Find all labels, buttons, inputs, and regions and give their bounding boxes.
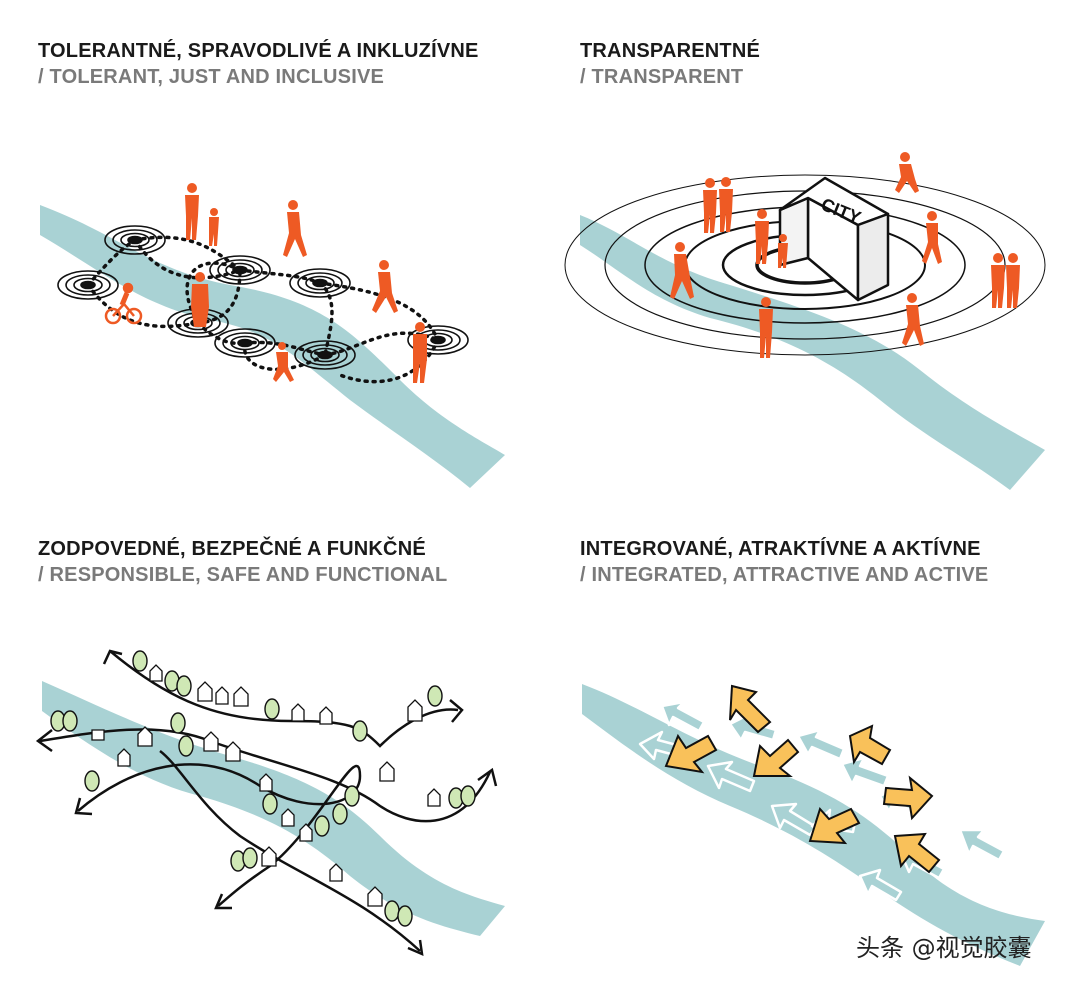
inclusive-diagram [40, 183, 505, 488]
integrated-diagram [582, 684, 1045, 966]
panel-title: TOLERANTNÉ, SPRAVODLIVÉ A INKLUZÍVNE [38, 40, 479, 62]
people-figures [185, 183, 427, 383]
panel-subtitle: / TRANSPARENT [580, 66, 744, 88]
watermark: 头条 @视觉胶囊 [856, 934, 1032, 962]
river [40, 205, 505, 488]
node-rings [57, 225, 469, 370]
panel-title: INTEGROVANÉ, ATRAKTÍVNE A AKTÍVNE [580, 538, 981, 560]
houses [91, 664, 441, 907]
cyclist [104, 282, 143, 325]
panel-integrated: INTEGROVANÉ, ATRAKTÍVNE A AKTÍVNE / INTE… [540, 496, 1080, 992]
panel-subtitle: / INTEGRATED, ATTRACTIVE AND ACTIVE [580, 564, 989, 586]
panel-title: TRANSPARENTNÉ [580, 40, 761, 62]
arrow-heads [35, 649, 498, 957]
panel-subtitle: / RESPONSIBLE, SAFE AND FUNCTIONAL [38, 564, 448, 586]
panel-title: ZODPOVEDNÉ, BEZPEČNÉ A FUNKČNÉ [38, 538, 426, 560]
trees [50, 650, 476, 927]
panel-subtitle: / TOLERANT, JUST AND INCLUSIVE [38, 66, 385, 88]
responsible-diagram [35, 649, 505, 957]
panel-transparent: TRANSPARENTNÉ / TRANSPARENT CITY [540, 0, 1080, 496]
people-figures [670, 152, 1020, 358]
panel-tolerant: TOLERANTNÉ, SPRAVODLIVÉ A INKLUZÍVNE / T… [0, 0, 540, 496]
transparent-diagram: CITY [564, 152, 1046, 490]
panel-responsible: ZODPOVEDNÉ, BEZPEČNÉ A FUNKČNÉ / RESPONS… [0, 496, 540, 992]
converging-arrows [664, 684, 941, 874]
